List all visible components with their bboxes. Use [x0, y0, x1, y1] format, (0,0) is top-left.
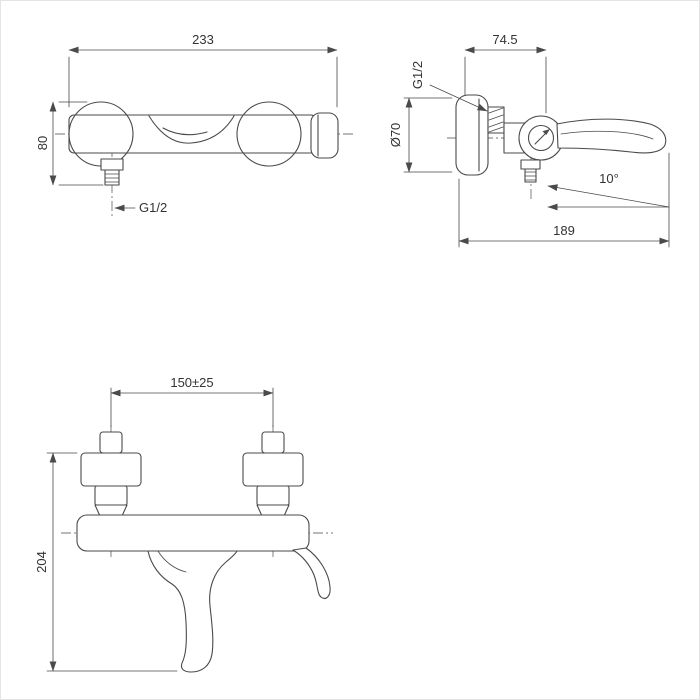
dim-spout-angle: 10°	[547, 171, 670, 211]
dim-depth-extension-lines	[464, 56, 547, 114]
view-front-top: 233 80 G1/2	[35, 32, 353, 219]
label-inlet-thread-side: G1/2	[410, 61, 488, 112]
left-inlet-escutcheon	[80, 452, 142, 487]
right-escutcheon	[236, 101, 302, 167]
dim-width-233: 233	[68, 32, 338, 108]
dim-height-204-label: 204	[34, 551, 49, 573]
dim-height-204: 204	[34, 452, 178, 672]
view-side: 74.5 G1/2 Ø70 10° 189	[388, 32, 670, 248]
dim-reach-extension-lines	[458, 152, 670, 248]
diverter-thread	[524, 168, 537, 183]
dim-depth-74-5: 74.5	[464, 32, 547, 114]
diverter-collar	[520, 159, 541, 170]
lever-handle	[292, 547, 331, 599]
right-inlet-taper	[256, 504, 290, 517]
angle-line-upper	[547, 184, 670, 208]
dim-depth-label: 74.5	[492, 32, 517, 47]
mixer-body	[68, 114, 317, 154]
outlet-thread	[104, 169, 120, 186]
dim-flange-extension-lines	[403, 97, 453, 173]
handle-end-cap	[310, 112, 339, 159]
dim-height-extension-lines	[58, 101, 104, 186]
right-inlet-stem	[261, 431, 285, 454]
view-front-bottom: 150±25 204	[34, 375, 333, 673]
diverter-thread-hatch	[524, 171, 537, 181]
spout-front-curve	[148, 115, 235, 144]
dim-spacing-label: 150±25	[170, 375, 213, 390]
right-inlet-escutcheon	[242, 452, 304, 487]
dim-flange-label: Ø70	[388, 123, 403, 148]
dim-width-label: 233	[192, 32, 214, 47]
left-inlet-nut	[94, 485, 128, 506]
dim-inlet-spacing: 150±25	[110, 375, 274, 428]
spout-inner-line	[157, 550, 187, 573]
right-inlet-nut	[256, 485, 290, 506]
outlet-collar	[100, 158, 124, 171]
outlet-thread-hatch	[104, 173, 120, 183]
dim-height-80: 80	[35, 101, 104, 186]
mixer-body-bottom-view	[76, 514, 310, 552]
dim-flange-diameter: Ø70	[388, 97, 453, 173]
dim-reach-label: 189	[553, 223, 575, 238]
dim-spacing-extension-lines	[110, 387, 274, 428]
outlet-thread-label: G1/2	[139, 200, 167, 215]
wall-flange-side	[455, 94, 489, 176]
spout-angle-label: 10°	[599, 171, 619, 186]
dim-height-label: 80	[35, 136, 50, 150]
left-inlet-stem	[99, 431, 123, 454]
valve-indicator-arrow	[542, 129, 550, 135]
inlet-thread-side	[487, 106, 505, 134]
valve-cap	[527, 124, 555, 152]
inlet-thread-leader	[429, 84, 488, 112]
inlet-thread-hatch	[488, 107, 504, 133]
left-inlet-taper	[94, 504, 128, 517]
label-outlet-thread: G1/2	[114, 200, 167, 215]
spout-side	[556, 118, 667, 154]
spout-side-inner-line	[560, 130, 654, 140]
dim-width-extension-lines	[68, 56, 338, 108]
waterfall-spout	[147, 550, 238, 673]
valve-indicator-line	[534, 131, 548, 145]
inlet-thread-label: G1/2	[410, 61, 425, 89]
dim-reach-189: 189	[458, 152, 670, 248]
spout-front-inner-curve	[162, 127, 208, 136]
